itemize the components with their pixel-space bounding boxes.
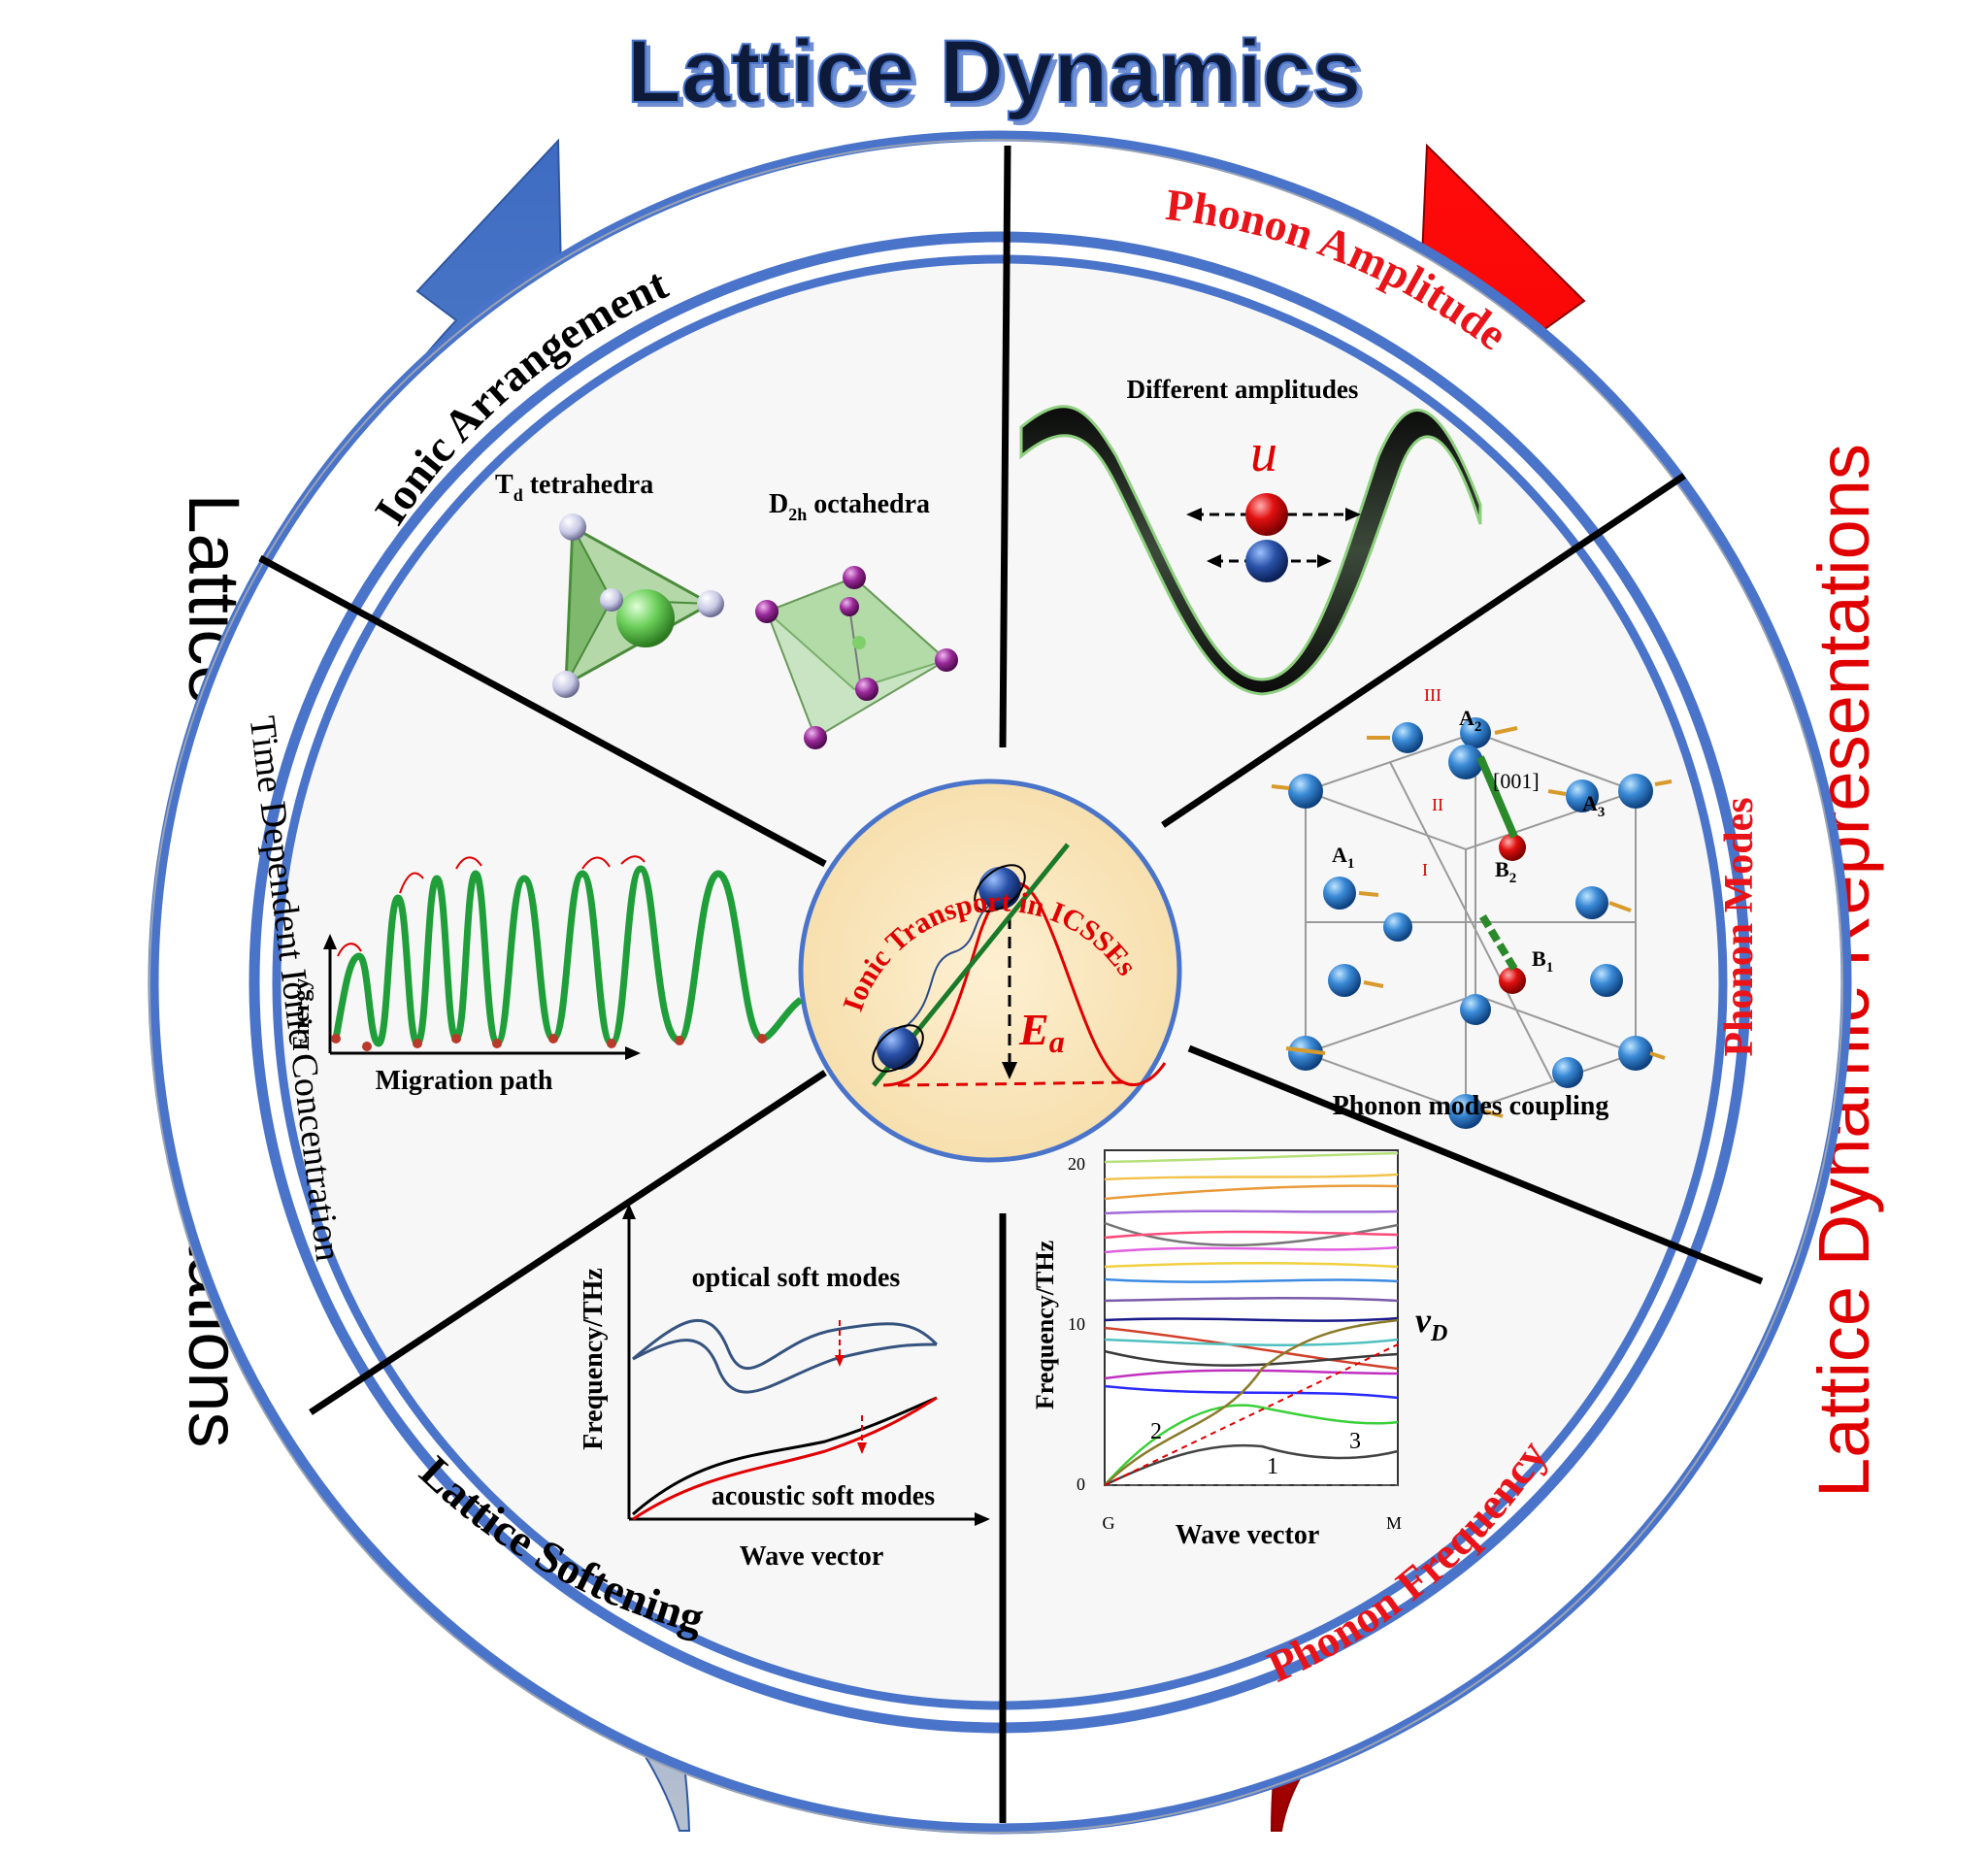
freq-tick-0: 0 — [1077, 1474, 1085, 1494]
freq-tick-20: 20 — [1068, 1154, 1085, 1174]
branch-label-1: 1 — [1267, 1454, 1278, 1479]
lattice-atoms — [1288, 717, 1653, 1129]
divider-upper-right — [1161, 473, 1686, 828]
page-title: Lattice Dynamics — [627, 22, 1362, 121]
optical-label: optical soft modes — [692, 1263, 901, 1293]
softening-chart: Frequency/THz Wave vector optical soft m… — [579, 1204, 990, 1572]
ion-start — [877, 1027, 919, 1070]
phonon-modes-caption: Phonon modes coupling — [1333, 1091, 1609, 1121]
label-phonon-modes-group: Phonon Modes — [1717, 797, 1762, 1056]
migration-xlabel: Migration path — [376, 1066, 553, 1096]
sector-dividers — [258, 145, 1764, 1823]
debye-velocity-line — [1104, 1343, 1399, 1486]
label-b2: B2 — [1495, 857, 1516, 886]
center-disk: Ea Ionic Transport in ICSSEs — [798, 778, 1182, 1163]
frequency-xlabel: Wave vector — [1176, 1520, 1320, 1550]
roman-one: I — [1422, 860, 1428, 879]
amplitude-symbol: u — [1250, 423, 1277, 483]
label-phonon-modes: Phonon Modes — [1717, 797, 1762, 1056]
frequency-plot-frame — [1104, 1149, 1399, 1486]
green-arrow-b2 — [1476, 755, 1518, 839]
label-a1: A1 — [1332, 843, 1354, 872]
label-a3: A3 — [1582, 791, 1605, 820]
title-group: Lattice Dynamics Lattice Dynamics — [626, 21, 1367, 126]
branch-label-3: 3 — [1349, 1429, 1361, 1454]
amplitude-blue-atom — [1245, 540, 1288, 582]
roman-two: II — [1432, 795, 1443, 814]
optical-branch-upper — [632, 1319, 939, 1371]
octa-caption: D2h octahedra — [769, 489, 930, 524]
roman-three: III — [1424, 685, 1441, 705]
direction-label: [001] — [1493, 769, 1540, 793]
frequency-chart: Frequency/THz Wave vector 0 10 20 G M — [1031, 1149, 1447, 1550]
acoustic-branch-original — [632, 1396, 938, 1516]
label-b1: B1 — [1532, 946, 1553, 976]
ionic-arrangement-panel: Td tetrahedra D2h octahedra — [495, 470, 958, 749]
label-a2: A2 — [1459, 706, 1481, 735]
divider-lower-right — [1187, 1044, 1764, 1285]
acoustic-label: acoustic soft modes — [712, 1481, 935, 1511]
activation-energy-label: Ea — [1018, 1005, 1065, 1059]
tetrahedron-model — [552, 513, 724, 698]
amplitude-caption: Different amplitudes — [1127, 375, 1359, 404]
migration-trajectory — [902, 902, 996, 1030]
phonon-amplitude-panel: Different amplitudes u — [1019, 375, 1482, 696]
divider-lower-left — [309, 1070, 827, 1415]
energy-barrier-curve — [882, 881, 1167, 1087]
migration-ylabel: Energy — [289, 978, 315, 1051]
outer-ring-shadow — [149, 139, 1843, 1834]
softening-ylabel: Frequency/THz — [579, 1268, 609, 1450]
divider-top — [999, 145, 1011, 748]
ion-top — [978, 867, 1021, 910]
green-arrow-b1 — [1476, 910, 1518, 972]
optical-branch-lower — [632, 1339, 938, 1394]
migration-chart: Energy Migration path — [289, 855, 804, 1096]
migration-minima — [331, 1034, 767, 1051]
octahedron-model — [755, 566, 958, 749]
amplitude-red-atom — [1245, 493, 1288, 536]
dispersion-branches — [1104, 1151, 1399, 1487]
freq-tick-10: 10 — [1068, 1314, 1085, 1334]
softening-xlabel: Wave vector — [740, 1541, 884, 1572]
acoustic-branch-softened — [632, 1396, 938, 1521]
freq-x-start: G — [1103, 1513, 1115, 1533]
divider-upper-left — [258, 554, 827, 868]
tetra-caption: Td tetrahedra — [495, 470, 653, 505]
title-shadow: Lattice Dynamics — [632, 27, 1367, 126]
branch-label-2: 2 — [1150, 1419, 1162, 1444]
atom-displacement-arrows — [1271, 726, 1673, 1118]
amplitude-wave-ribbon — [1019, 405, 1482, 696]
debye-velocity-label: vD — [1415, 1301, 1447, 1346]
freq-x-end: M — [1386, 1513, 1402, 1533]
frequency-ylabel: Frequency/THz — [1031, 1241, 1059, 1409]
phonon-modes-panel: [001] III II I A2 A3 A1 B2 B1 Phonon mod… — [1271, 685, 1673, 1129]
migration-hops — [337, 855, 646, 957]
